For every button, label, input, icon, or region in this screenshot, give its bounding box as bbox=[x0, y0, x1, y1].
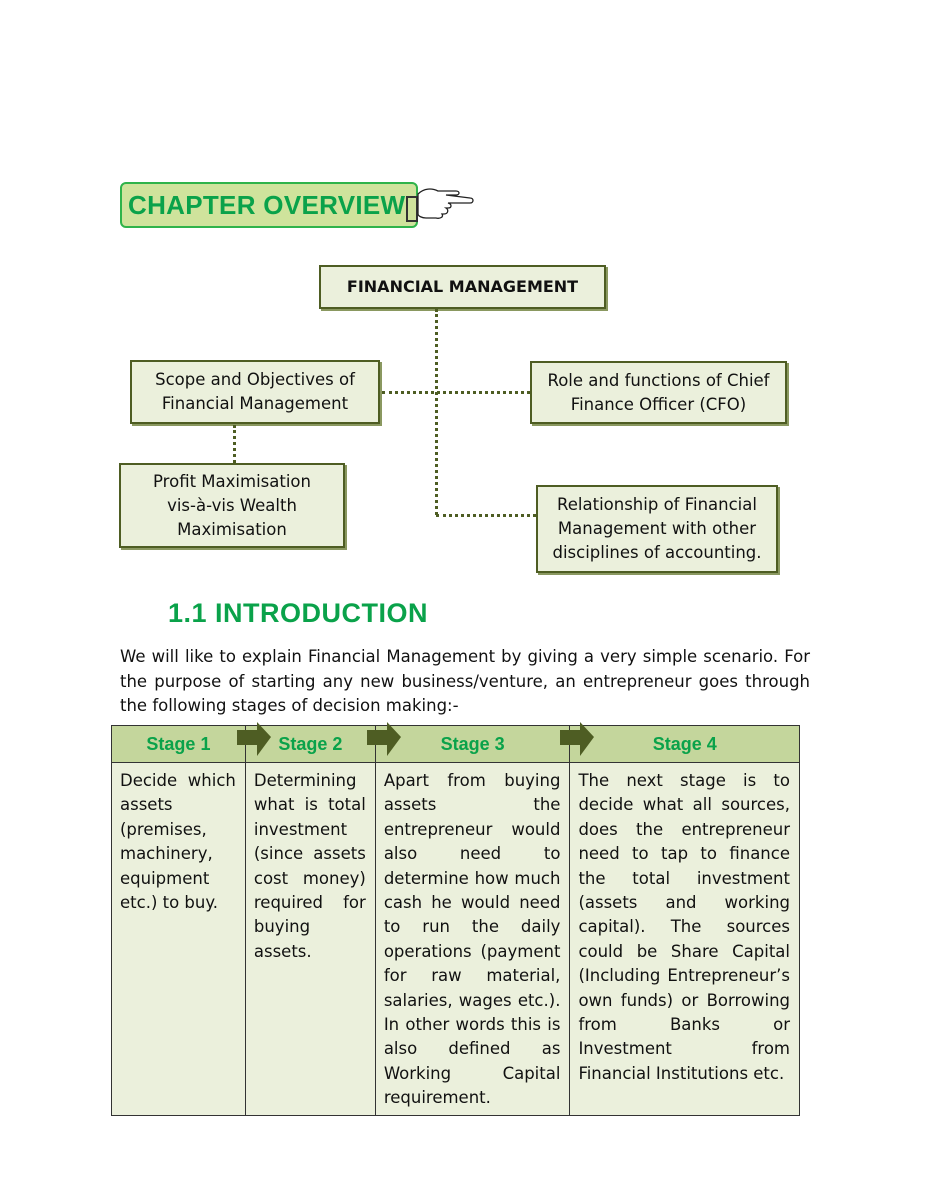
diagram-scope-box: Scope and Objectives of Financial Manage… bbox=[130, 360, 380, 424]
section-heading: 1.1 INTRODUCTION bbox=[168, 598, 429, 628]
arrow-right-icon bbox=[560, 722, 594, 756]
diagram-relationship-box: Relationship of Financial Management wit… bbox=[536, 485, 778, 573]
connector-line bbox=[233, 425, 236, 463]
stage-3-header: Stage 3 bbox=[374, 725, 571, 763]
stage-3-cell: Apart from buying assets the entrepreneu… bbox=[374, 762, 571, 1116]
stage-4-cell: The next stage is to decide what all sou… bbox=[569, 762, 800, 1116]
connector-line bbox=[436, 514, 536, 517]
stages-table: Stage 1 Stage 2 Stage 3 Stage 4 Decide w… bbox=[111, 725, 800, 1116]
chapter-overview-banner: CHAPTER OVERVIEW bbox=[120, 182, 418, 228]
pointing-hand-icon bbox=[417, 188, 474, 219]
diagram-root-box: FINANCIAL MANAGEMENT bbox=[319, 265, 606, 309]
table-row: Decide which assets (premises, machinery… bbox=[111, 762, 800, 1116]
stage-2-header: Stage 2 bbox=[244, 725, 376, 763]
intro-paragraph: We will like to explain Financial Manage… bbox=[120, 647, 810, 715]
diagram-profit-box: Profit Maximisation vis-à-vis Wealth Max… bbox=[119, 463, 345, 548]
chapter-overview-label: CHAPTER OVERVIEW bbox=[128, 190, 406, 220]
stage-1-cell: Decide which assets (premises, machinery… bbox=[111, 762, 246, 1116]
banner-tab bbox=[406, 196, 418, 222]
connector-line bbox=[382, 391, 530, 394]
stage-4-header: Stage 4 bbox=[569, 725, 800, 763]
arrow-right-icon bbox=[367, 722, 401, 756]
table-header-row: Stage 1 Stage 2 Stage 3 Stage 4 bbox=[111, 725, 800, 763]
diagram-role-box: Role and functions of Chief Finance Offi… bbox=[530, 361, 787, 424]
stage-2-cell: Determining what is total investment (si… bbox=[244, 762, 376, 1116]
stage-1-header: Stage 1 bbox=[111, 725, 246, 763]
arrow-right-icon bbox=[237, 722, 271, 756]
connector-line bbox=[435, 309, 438, 515]
